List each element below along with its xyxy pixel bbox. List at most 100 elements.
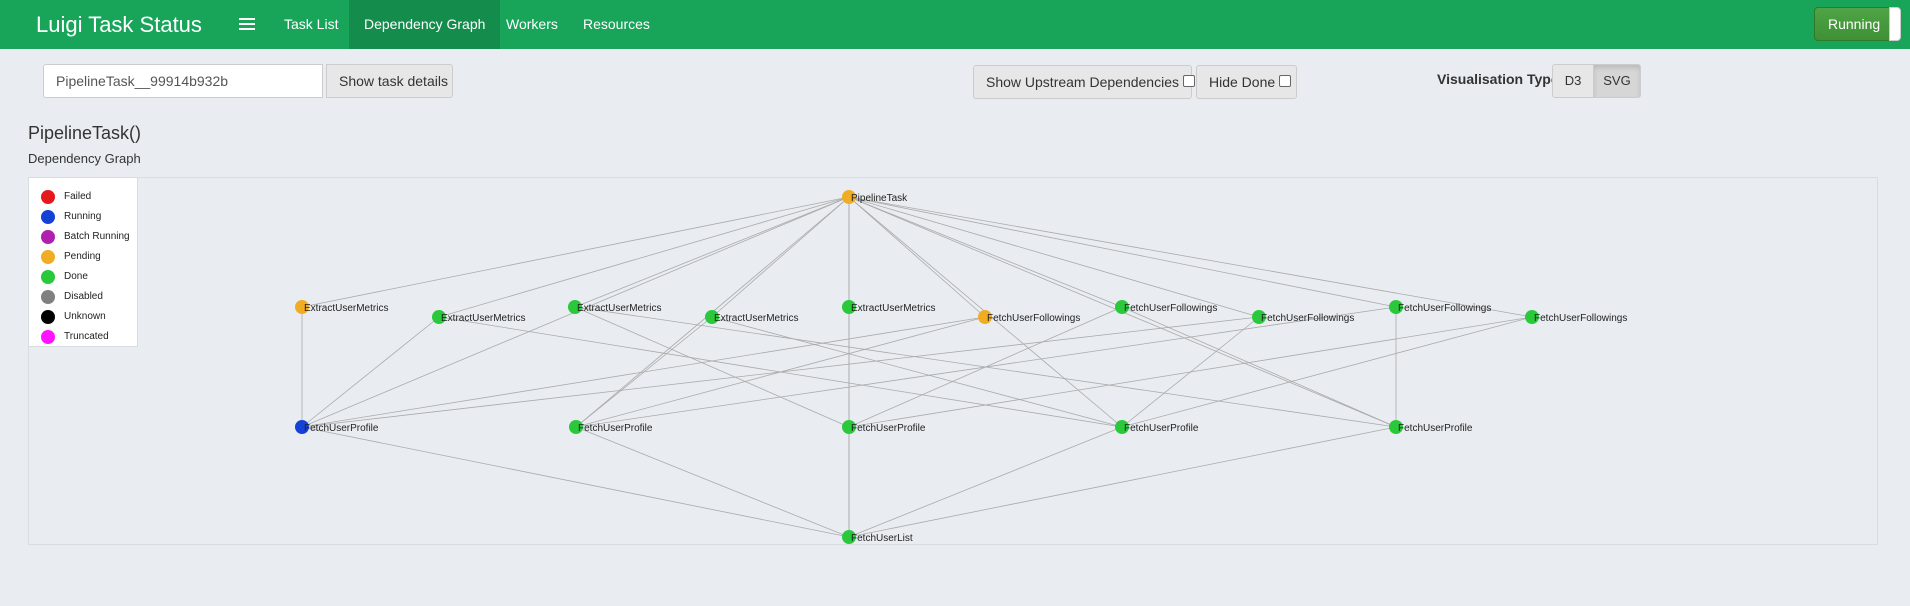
legend-swatch [41,190,55,204]
legend-swatch [41,270,55,284]
show-task-details-button[interactable]: Show task details [326,64,453,98]
graph-node[interactable]: FetchUserFollowings [978,310,1080,324]
graph-node-label[interactable]: FetchUserFollowings [1261,313,1354,324]
graph-edge [1121,306,1397,428]
graph-node[interactable]: FetchUserFollowings [1252,310,1354,324]
graph-node-label[interactable]: FetchUserProfile [578,423,653,434]
menu-icon[interactable] [239,15,255,33]
graph-edge [438,196,850,318]
graph-node[interactable]: ExtractUserMetrics [295,300,388,314]
graph-subtitle: Dependency Graph [28,151,141,166]
graph-node-label[interactable]: FetchUserProfile [851,423,926,434]
graph-node-label[interactable]: FetchUserProfile [1398,423,1473,434]
graph-node-label[interactable]: ExtractUserMetrics [851,303,935,314]
graph-node-label[interactable]: FetchUserProfile [304,423,379,434]
graph-edge [848,196,1397,308]
graph-node-label[interactable]: PipelineTask [851,193,908,204]
task-id-input[interactable] [43,64,323,98]
legend-swatch [41,210,55,224]
graph-edge [711,196,850,318]
nav-resources[interactable]: Resources [583,16,650,32]
graph-edge [848,196,1260,318]
graph-edge [301,316,1260,428]
graph-node-label[interactable]: FetchUserList [851,533,913,544]
graph-node[interactable]: FetchUserFollowings [1389,300,1491,314]
graph-node-marker[interactable] [1115,300,1129,314]
graph-edges [301,196,1533,538]
graph-edge [574,196,850,308]
vis-option-svg[interactable]: SVG [1593,64,1641,98]
legend-swatch [41,330,55,344]
graph-node[interactable]: ExtractUserMetrics [705,310,798,324]
graph-node[interactable]: ExtractUserMetrics [842,300,935,314]
show-upstream-toggle[interactable]: Show Upstream Dependencies [973,65,1195,99]
graph-edge [301,426,850,538]
navbar: Luigi Task Status Task List Dependency G… [0,0,1910,49]
nav-workers[interactable]: Workers [506,16,558,32]
graph-node-marker[interactable] [1252,310,1266,324]
legend-swatch [41,250,55,264]
graph-node-label[interactable]: ExtractUserMetrics [441,313,525,324]
graph-edge [848,196,1123,308]
graph-edge [575,306,1397,428]
running-status-toggle[interactable]: Running [1814,7,1901,41]
graph-node-label[interactable]: FetchUserProfile [1124,423,1199,434]
app-title[interactable]: Luigi Task Status [36,12,202,37]
graph-node-label[interactable]: FetchUserFollowings [1398,303,1491,314]
graph-edge [575,426,850,538]
graph-node-label[interactable]: FetchUserFollowings [1534,313,1627,324]
graph-node-marker[interactable] [842,190,856,204]
visualisation-type-label: Visualisation Type [1437,71,1559,87]
graph-node-label[interactable]: ExtractUserMetrics [577,303,661,314]
graph-node[interactable]: ExtractUserMetrics [568,300,661,314]
graph-node-marker[interactable] [842,300,856,314]
graph-node-marker[interactable] [432,310,446,324]
graph-node-marker[interactable] [842,420,856,434]
graph-node[interactable]: FetchUserProfile [842,420,926,434]
hide-done-toggle[interactable]: Hide Done [1196,65,1297,99]
show-upstream-checkbox[interactable] [1183,75,1195,88]
graph-edge [1121,316,1533,428]
graph-node-marker[interactable] [705,310,719,324]
graph-node-marker[interactable] [978,310,992,324]
toggle-handle [1889,7,1901,41]
graph-node[interactable]: FetchUserList [842,530,913,544]
legend-swatch [41,310,55,324]
graph-node[interactable]: FetchUserFollowings [1115,300,1217,314]
graph-node[interactable]: FetchUserProfile [1389,420,1473,434]
graph-node-marker[interactable] [1525,310,1539,324]
graph-node[interactable]: PipelineTask [842,190,908,204]
legend: Failed Running Batch Running Pending Don… [28,177,138,347]
graph-node-marker[interactable] [1389,420,1403,434]
graph-node-marker[interactable] [1115,420,1129,434]
graph-node-label[interactable]: ExtractUserMetrics [304,303,388,314]
graph-node-label[interactable]: FetchUserFollowings [987,313,1080,324]
graph-node-label[interactable]: ExtractUserMetrics [714,313,798,324]
graph-edge [711,316,1123,428]
graph-node-marker[interactable] [1389,300,1403,314]
vis-option-d3[interactable]: D3 [1552,64,1594,98]
graph-node-marker[interactable] [569,420,583,434]
graph-node[interactable]: FetchUserProfile [569,420,653,434]
graph-edge [848,316,1533,428]
legend-swatch [41,290,55,304]
graph-edge [848,196,1533,318]
graph-node[interactable]: FetchUserFollowings [1525,310,1627,324]
nav-dependency-graph[interactable]: Dependency Graph [349,0,501,49]
graph-node[interactable]: FetchUserProfile [1115,420,1199,434]
graph-node-marker[interactable] [295,420,309,434]
graph-node-marker[interactable] [842,530,856,544]
graph-node-label[interactable]: FetchUserFollowings [1124,303,1217,314]
graph-node-marker[interactable] [568,300,582,314]
graph-node[interactable]: ExtractUserMetrics [432,310,525,324]
graph-node[interactable]: FetchUserProfile [295,420,379,434]
graph-edge [301,196,850,308]
nav-task-list[interactable]: Task List [284,16,339,32]
graph-edge [301,316,986,428]
legend-swatch [41,230,55,244]
hide-done-checkbox[interactable] [1279,75,1292,88]
graph-node-marker[interactable] [295,300,309,314]
graph-edge [848,426,1397,538]
graph-edge [301,316,440,428]
